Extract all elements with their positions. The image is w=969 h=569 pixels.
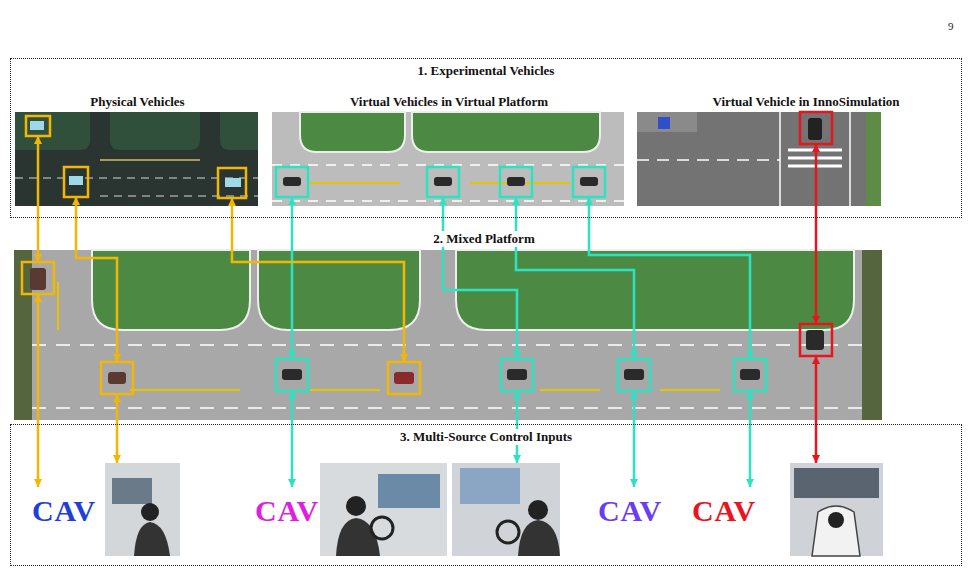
- driver-photos: [105, 463, 883, 556]
- section-heading: 3. Multi-Source Control Inputs: [397, 429, 575, 445]
- cav-label: CAV: [32, 489, 96, 533]
- section-heading: Physical Vehicles: [87, 94, 187, 110]
- section-box: 1. Experimental VehiclesPhysical Vehicle…: [10, 58, 962, 218]
- virtual-platform-image: [272, 112, 624, 206]
- section-heading: 1. Experimental Vehicles: [415, 63, 558, 79]
- section-heading: Virtual Vehicle in InnoSimulation: [710, 94, 903, 110]
- cav-label: CAV: [692, 489, 756, 533]
- cav-label: CAV: [255, 489, 319, 533]
- physical-image: [15, 112, 258, 206]
- section-heading: Virtual Vehicles in Virtual Platform: [347, 94, 551, 110]
- platform-panel: 2. Mixed Platform: [14, 229, 954, 420]
- mixed-platform-image: [14, 250, 882, 420]
- cav-controller: CAV: [23, 489, 105, 533]
- cav-controller: CAV: [246, 489, 328, 533]
- link-lines: [38, 136, 816, 487]
- cav-label: CAV: [598, 489, 662, 533]
- cav-controller: CAV: [683, 489, 765, 533]
- page-number: 9: [948, 20, 954, 32]
- innosimulation-image: [637, 112, 881, 206]
- image-panel: Virtual Vehicle in InnoSimulation: [676, 92, 936, 207]
- section-box: 3. Multi-Source Control InputsCAV CAV CAV C…: [10, 424, 962, 566]
- image-panel: Physical Vehicles: [16, 92, 259, 207]
- cav-controller: CAV: [589, 489, 671, 533]
- section-heading: 2. Mixed Platform: [430, 231, 537, 247]
- image-panel: Virtual Vehicles in Virtual Platform: [273, 92, 625, 207]
